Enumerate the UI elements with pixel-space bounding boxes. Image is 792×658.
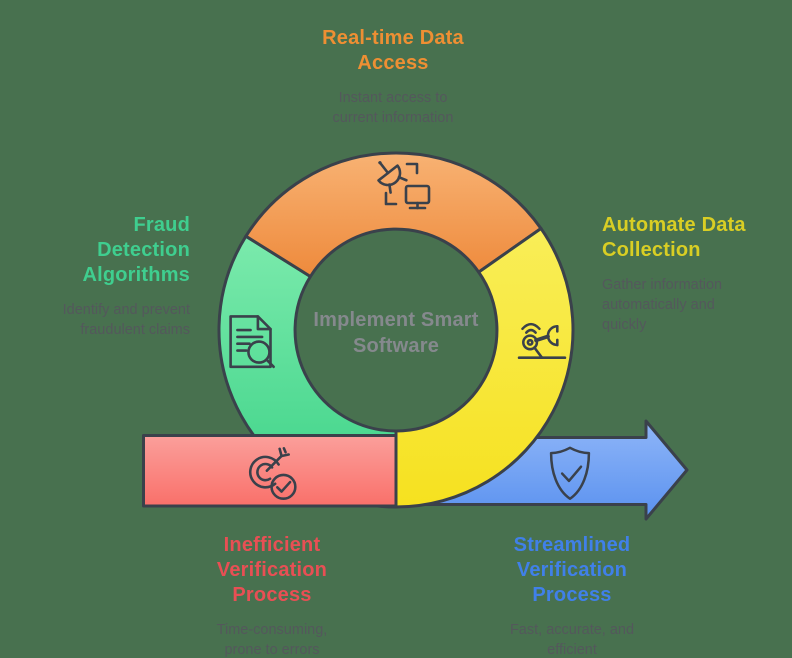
step-fraud-subtitle: Identify and prevent fraudulent claims bbox=[62, 302, 190, 338]
step-streamlined-title: Streamlined Verification Process bbox=[513, 534, 631, 606]
step-inefficient-title: Inefficient Verification Process bbox=[216, 534, 328, 606]
band-inefficient bbox=[142, 434, 399, 508]
step-inefficient-label: Inefficient Verification Process Time-co… bbox=[172, 533, 372, 658]
step-realtime-subtitle: Instant access to current information bbox=[332, 90, 454, 126]
segment-realtime-arc bbox=[244, 151, 543, 278]
step-automate-subtitle: Gather information automatically and qui… bbox=[602, 277, 723, 333]
segment-automate-arc bbox=[394, 227, 575, 509]
step-realtime-title: Real-time Data Access bbox=[322, 27, 464, 74]
robot-arm-icon bbox=[517, 322, 567, 359]
document-search-icon bbox=[229, 315, 275, 369]
shield-check-icon bbox=[549, 446, 591, 501]
center-label-line: Implement Smart bbox=[313, 309, 479, 331]
step-realtime-label: Real-time Data Access Instant access to … bbox=[283, 26, 503, 128]
target-arrow-check-icon bbox=[249, 447, 297, 500]
center-label-line: Software bbox=[352, 335, 440, 357]
step-automate-title: Automate Data Collection bbox=[602, 214, 746, 261]
center-label: Implement Smart Software bbox=[306, 307, 486, 359]
step-streamlined-subtitle: Fast, accurate, and efficient bbox=[509, 622, 635, 658]
step-automate-label: Automate Data Collection Gather informat… bbox=[602, 213, 772, 335]
step-fraud-label: Fraud Detection Algorithms Identify and … bbox=[30, 213, 190, 340]
step-streamlined-label: Streamlined Verification Process Fast, a… bbox=[472, 533, 672, 658]
step-fraud-title: Fraud Detection Algorithms bbox=[82, 214, 190, 286]
satellite-monitor-icon bbox=[377, 161, 431, 210]
step-inefficient-subtitle: Time-consuming, prone to errors bbox=[216, 622, 328, 658]
